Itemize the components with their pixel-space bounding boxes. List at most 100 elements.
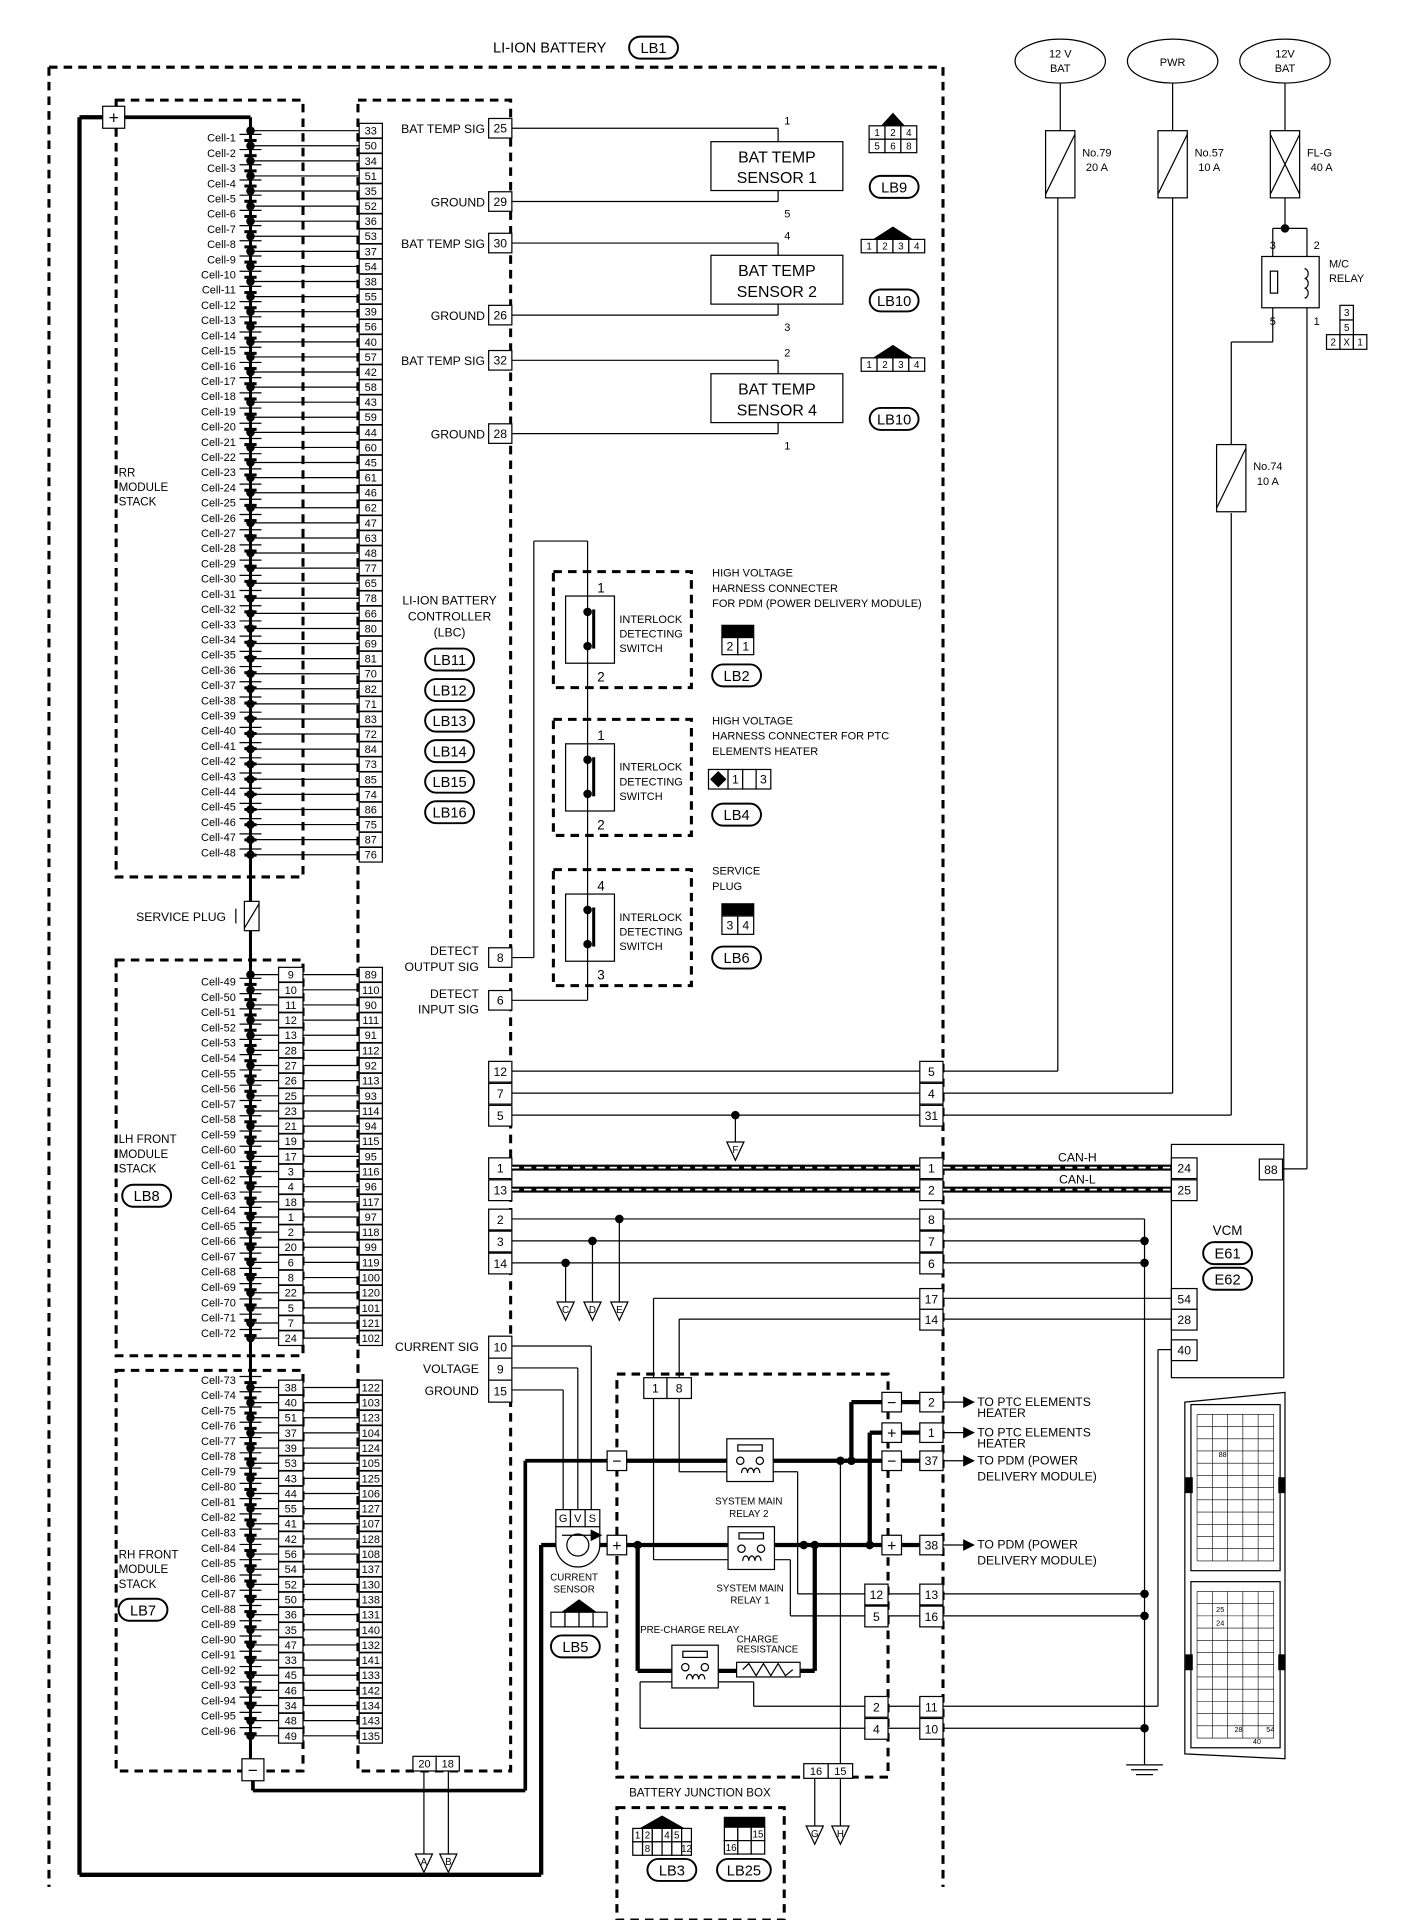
lbc-pin: 7 — [497, 1087, 504, 1101]
cell-label: Cell-32 — [201, 604, 236, 616]
diamond-key-icon — [710, 771, 727, 788]
splice-dot — [246, 624, 255, 633]
splice-dot — [246, 548, 255, 558]
cell-label: Cell-51 — [201, 1007, 236, 1019]
connector-key-icon — [721, 624, 755, 639]
sensor-pin: 4 — [784, 230, 790, 242]
connector-cavity: 4 — [914, 242, 920, 253]
lbc-pin: 54 — [365, 261, 377, 273]
splice-dot — [246, 1288, 255, 1297]
connector-cavity-box — [908, 357, 926, 372]
lbc-pin-box — [488, 989, 513, 1011]
splice-dot — [246, 639, 255, 648]
cell-label: Cell-96 — [201, 1726, 236, 1738]
module-label: LH FRONT — [119, 1133, 177, 1146]
module-pin: 2 — [288, 1227, 294, 1239]
lbc-pin: 30 — [493, 236, 507, 250]
connector-cavity-box — [742, 768, 757, 790]
detect-label: DETECT — [430, 944, 479, 958]
lbc-pin: 2 — [497, 1213, 504, 1227]
splice-dot — [246, 790, 255, 799]
splice-dot — [246, 563, 255, 573]
cell-label: Cell-46 — [201, 817, 236, 829]
splice-dot — [246, 1640, 255, 1650]
ground-label: GROUND — [431, 427, 485, 441]
splice-dot — [246, 759, 255, 769]
latch-icon — [1185, 1477, 1193, 1494]
junction-terminal: − — [612, 1453, 621, 1470]
source-label: PWR — [1160, 57, 1186, 69]
fuse-name: No.74 — [1253, 461, 1282, 473]
sensor-connector-badge — [868, 288, 920, 313]
lbc-pin: 42 — [365, 367, 377, 379]
switch-pin: 3 — [597, 968, 604, 983]
ground-marker-label: H — [837, 1829, 844, 1840]
sensor-pin: S — [589, 1513, 596, 1525]
sensor-connector-badge — [868, 406, 920, 431]
lbc-pin: 110 — [362, 985, 380, 997]
splice-dot — [246, 171, 255, 181]
splice-dot — [246, 1489, 255, 1498]
cavity-label: 54 — [1266, 1725, 1274, 1734]
cell-label: Cell-66 — [201, 1236, 236, 1248]
module-pin: 10 — [285, 985, 297, 997]
cell-label: Cell-49 — [201, 977, 236, 989]
lbc-pin: 127 — [362, 1504, 380, 1516]
mc-relay — [1261, 255, 1320, 309]
lbc-pin: 70 — [365, 669, 377, 681]
splice-dot — [246, 367, 255, 377]
cell-label: Cell-44 — [201, 787, 236, 799]
relay-coil-icon — [742, 1555, 762, 1561]
battery-connector-badge — [628, 35, 679, 60]
ground-marker-label: C — [562, 1305, 569, 1316]
cell-label: Cell-77 — [201, 1436, 236, 1448]
source-label: BAT — [1050, 63, 1071, 75]
connector-key-icon — [721, 903, 755, 916]
splice-dot — [246, 397, 255, 407]
signal-label: BAT TEMP SIG — [401, 237, 485, 251]
lbc-pin: 83 — [365, 714, 377, 726]
splice-dot — [246, 1610, 255, 1619]
lbc-pin: 131 — [362, 1610, 380, 1622]
cell-label: Cell-71 — [201, 1313, 236, 1325]
cell-label: Cell-62 — [201, 1175, 236, 1187]
lbc-pin: 61 — [365, 473, 377, 485]
lbc-pin: 14 — [493, 1257, 507, 1271]
positive-terminal: + — [109, 108, 119, 127]
arrow-icon — [963, 1454, 975, 1467]
splice-dot — [246, 1197, 255, 1207]
junction-pin: 12 — [870, 1588, 884, 1602]
current-sensor-connector: LB5 — [562, 1640, 588, 1656]
connector-cavity-box — [737, 915, 755, 935]
rh-module-connector-badge — [117, 1597, 169, 1622]
module-pin: 18 — [285, 1197, 297, 1209]
lbc-pin: 104 — [362, 1428, 380, 1440]
junction-terminal: + — [887, 1538, 896, 1555]
module-pin: 39 — [285, 1443, 297, 1455]
cell-label: Cell-85 — [201, 1558, 236, 1570]
lbc-pin: 48 — [365, 548, 377, 560]
cavity-label: 28 — [1235, 1725, 1243, 1734]
ground-marker-icon — [805, 1825, 825, 1846]
splice-dot — [246, 1443, 255, 1453]
lbc-pin: 113 — [362, 1076, 380, 1088]
fuse-name: No.79 — [1082, 147, 1111, 159]
relay-pin: 1 — [1314, 316, 1320, 328]
lbc-pin: 85 — [365, 774, 377, 786]
cell-label: Cell-35 — [201, 650, 236, 662]
lbc-pin: 63 — [365, 533, 377, 545]
splice-dot — [246, 1549, 255, 1559]
lbc-pin: 28 — [493, 427, 507, 441]
splice-dot — [246, 1474, 255, 1483]
cell-label: Cell-5 — [207, 194, 236, 206]
destination-label: TO PDM (POWER — [977, 1538, 1078, 1552]
rh-module-connector: LB7 — [130, 1603, 156, 1619]
sensor-name: BAT TEMP — [738, 263, 816, 280]
lbc-pin: 119 — [362, 1257, 380, 1269]
lbc-connector-badge — [424, 678, 475, 703]
splice-dot — [246, 1534, 255, 1544]
interlock-boundary — [551, 717, 693, 837]
vcm-pin-box — [1258, 1158, 1284, 1181]
battery-pin: 6 — [928, 1257, 935, 1271]
splice-dot — [246, 533, 255, 543]
